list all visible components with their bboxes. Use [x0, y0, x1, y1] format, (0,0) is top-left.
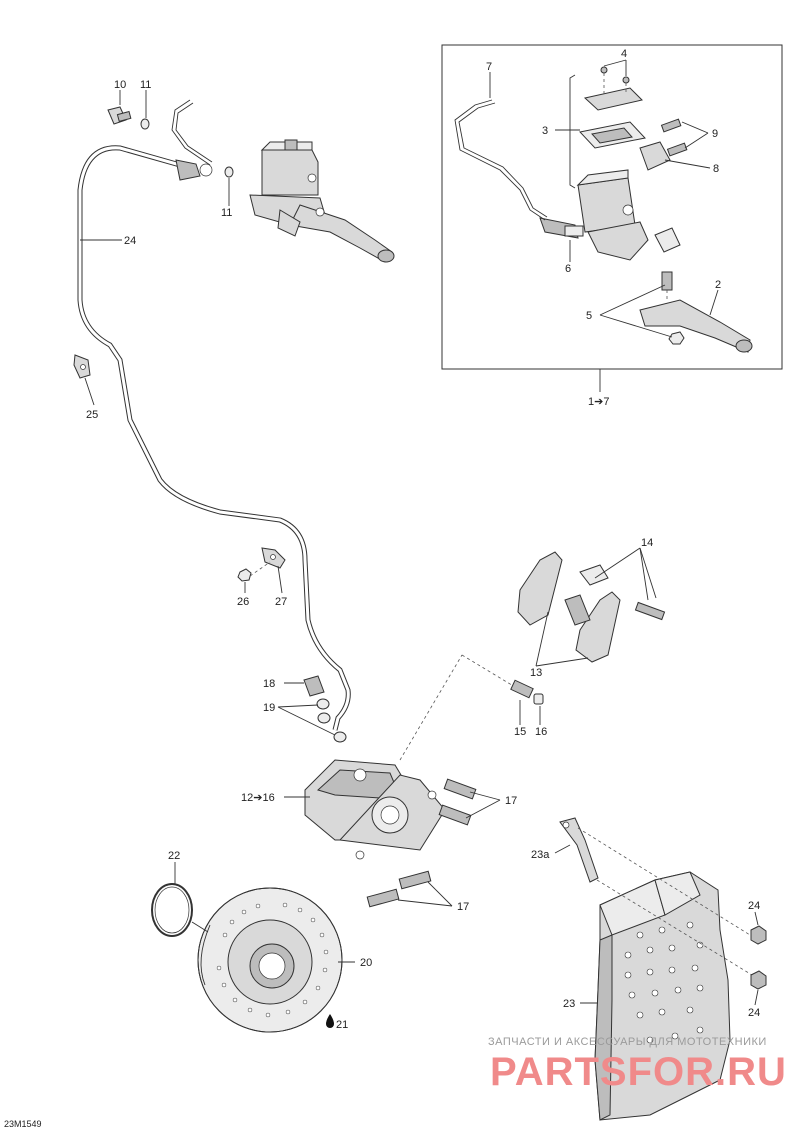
label-9: 9: [712, 128, 718, 140]
label-4: 4: [621, 48, 627, 60]
label-27: 27: [275, 596, 287, 608]
nut-26: [237, 568, 252, 582]
label-24b: 24: [748, 900, 760, 912]
label-23: 23: [563, 998, 575, 1010]
label-13: 13: [530, 667, 542, 679]
label-26: 26: [237, 596, 249, 608]
label-10: 10: [114, 79, 126, 91]
inset-master-cylinder: [539, 66, 753, 353]
label-5: 5: [586, 310, 592, 322]
label-25: 25: [86, 409, 98, 421]
label-20: 20: [360, 957, 372, 969]
disc-holes: [216, 902, 329, 1018]
label-14: 14: [641, 537, 653, 549]
brake-pads: [517, 551, 666, 663]
label-11b: 11: [221, 207, 232, 219]
label-11a: 11: [140, 79, 151, 91]
disc-guard: [594, 871, 731, 1121]
label-6: 6: [565, 263, 571, 275]
label-15: 15: [514, 726, 526, 738]
guard-holes: [624, 921, 704, 1044]
label-24a: 24: [124, 235, 136, 247]
bleeder-screw: [510, 679, 534, 699]
label-19: 19: [263, 702, 275, 714]
label-8: 8: [713, 163, 719, 175]
label-24c: 24: [748, 1007, 760, 1019]
caliper-banjo-bolt: [303, 675, 325, 697]
nut-24b: [750, 970, 767, 990]
label-3: 3: [542, 125, 548, 137]
nut-24a: [750, 925, 767, 945]
brake-hose: [77, 145, 351, 731]
o-ring: [151, 883, 193, 937]
bleeder-cap: [533, 693, 544, 705]
diagram-code: 23M1549: [4, 1119, 42, 1129]
inset-frame: [441, 44, 783, 370]
caliper: [304, 759, 446, 860]
label-17a: 17: [505, 795, 517, 807]
label-16: 16: [535, 726, 547, 738]
callout-labels: 10 11 11 24 25 26 27 7 4 3 9 8 6 2 5 1➔7…: [86, 48, 760, 1031]
label-21: 21: [336, 1019, 348, 1031]
watermark-tagline: ЗАПЧАСТИ И АКСЕССУАРЫ ДЛЯ МОТОТЕХНИКИ: [488, 1036, 767, 1048]
label-22: 22: [168, 850, 180, 862]
watermark-logo: PARTSFOR.RU: [490, 1050, 787, 1094]
label-17b: 17: [457, 901, 469, 913]
label-18: 18: [263, 678, 275, 690]
label-2: 2: [715, 279, 721, 291]
label-12-16: 12➔16: [241, 792, 275, 804]
master-cylinder-assembly: [249, 139, 395, 263]
leader-lines: [80, 59, 759, 1006]
guard-bracket: [559, 817, 599, 883]
label-1-7: 1➔7: [588, 396, 609, 408]
brake-disc: [197, 887, 343, 1033]
banjo-bolt: [107, 106, 234, 178]
label-23a: 23a: [531, 849, 550, 861]
label-7: 7: [486, 61, 492, 73]
lubricant-drop-icon: [326, 1014, 334, 1028]
